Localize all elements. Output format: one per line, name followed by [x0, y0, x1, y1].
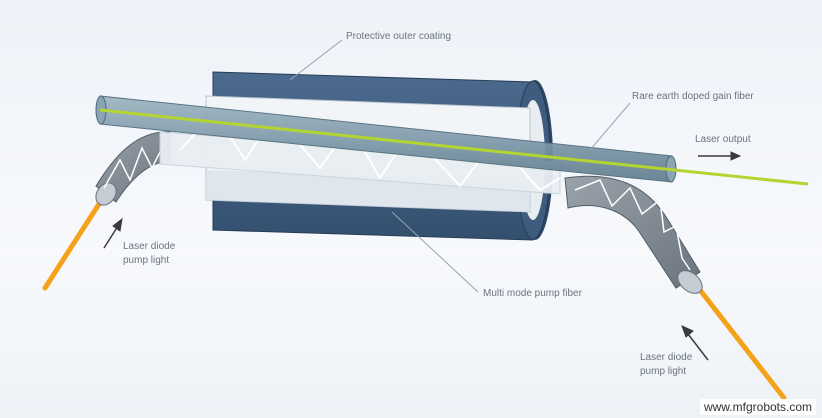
left-pump-fiber: [95, 131, 171, 203]
label-multi-mode-pump-fiber: Multi mode pump fiber: [483, 288, 582, 299]
left-pump-fiber-end: [95, 182, 117, 206]
label-laser-diode-right: Laser diode pump light: [640, 352, 693, 377]
leader-multi-mode: [391, 211, 479, 293]
laser-output-arrow: [698, 151, 742, 161]
left-pump-arrow: [103, 217, 123, 249]
leader-rare-earth: [589, 102, 631, 151]
right-pump-light-beam: [697, 287, 787, 401]
label-rare-earth-fiber: Rare earth doped gain fiber: [632, 91, 754, 102]
label-laser-diode-left: Laser diode pump light: [123, 241, 176, 266]
label-protective-outer-coating: Protective outer coating: [346, 31, 452, 42]
left-pump-light-beam: [42, 187, 111, 291]
watermark: www.mfgrobots.com: [699, 399, 816, 415]
label-laser-output: Laser output: [695, 134, 751, 145]
laser-core-line: [99, 108, 809, 186]
right-pump-zigzag: [574, 179, 691, 271]
leader-protective-coating: [289, 39, 343, 81]
right-pump-arrow: [681, 325, 709, 361]
right-pump-fiber: [564, 175, 701, 289]
left-pump-zigzag: [103, 139, 167, 189]
right-pump-fiber-end: [677, 270, 703, 294]
